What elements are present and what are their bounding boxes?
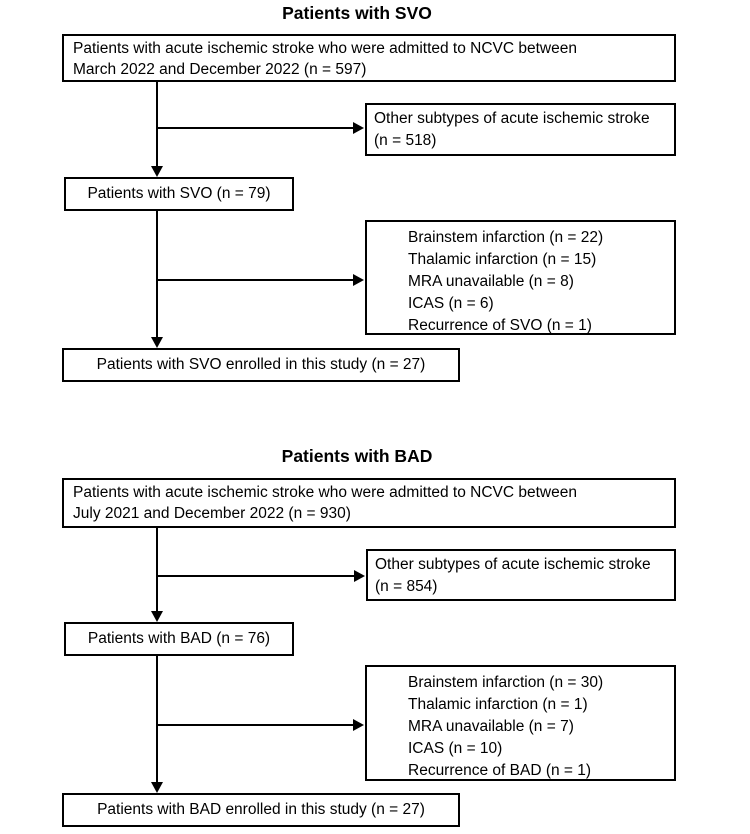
svo-other-subtypes-line-2: (n = 518)	[374, 132, 437, 149]
bad-connector-horizontal-2	[157, 724, 353, 726]
bad-subgroup-box: Patients with BAD (n = 76)	[64, 622, 294, 656]
svo-exclusion-line-3: MRA unavailable (n = 8)	[408, 273, 574, 290]
bad-arrowhead-right-1-icon	[354, 570, 365, 582]
bad-exclusion-line-3: MRA unavailable (n = 7)	[408, 718, 574, 735]
svo-arrowhead-down-1-icon	[151, 166, 163, 177]
svo-other-subtypes-box: Other subtypes of acute ischemic stroke …	[365, 103, 676, 156]
svo-other-subtypes-line-1: Other subtypes of acute ischemic stroke	[374, 110, 650, 127]
bad-enrolled-label: Patients with BAD enrolled in this study…	[97, 801, 425, 818]
bad-exclusion-line-1: Brainstem infarction (n = 30)	[408, 674, 604, 691]
bad-section-title: Patients with BAD	[281, 446, 433, 466]
svo-arrowhead-right-1-icon	[353, 122, 364, 134]
bad-source-line-2: July 2021 and December 2022 (n = 930)	[73, 505, 351, 522]
bad-arrowhead-right-2-icon	[353, 719, 364, 731]
svo-connector-horizontal-1	[157, 127, 353, 129]
bad-other-subtypes-line-2: (n = 854)	[375, 578, 438, 595]
svo-subgroup-box: Patients with SVO (n = 79)	[64, 177, 294, 211]
svo-exclusion-line-2: Thalamic infarction (n = 15)	[408, 251, 597, 268]
svo-arrowhead-down-2-icon	[151, 337, 163, 348]
bad-exclusion-line-4: ICAS (n = 10)	[408, 740, 503, 757]
svo-source-population-box: Patients with acute ischemic stroke who …	[62, 34, 676, 82]
svo-exclusion-list-box: Brainstem infarction (n = 22) Thalamic i…	[365, 220, 676, 335]
svo-source-line-2: March 2022 and December 2022 (n = 597)	[73, 61, 367, 78]
svo-connector-vertical-2	[156, 211, 158, 338]
bad-subgroup-label: Patients with BAD (n = 76)	[87, 630, 271, 647]
svo-enrolled-box: Patients with SVO enrolled in this study…	[62, 348, 460, 382]
svo-exclusion-line-4: ICAS (n = 6)	[408, 295, 494, 312]
svo-connector-horizontal-2	[157, 279, 353, 281]
bad-other-subtypes-box: Other subtypes of acute ischemic stroke …	[366, 549, 676, 601]
svo-exclusion-line-5: Recurrence of SVO (n = 1)	[408, 317, 592, 334]
bad-connector-vertical-1	[156, 528, 158, 612]
svo-subgroup-label: Patients with SVO (n = 79)	[87, 185, 271, 202]
svo-connector-vertical-1	[156, 82, 158, 167]
bad-arrowhead-down-2-icon	[151, 782, 163, 793]
bad-exclusion-line-5: Recurrence of BAD (n = 1)	[408, 762, 592, 779]
svo-source-line-1: Patients with acute ischemic stroke who …	[73, 40, 577, 57]
svo-enrolled-label: Patients with SVO enrolled in this study…	[96, 356, 426, 373]
bad-source-population-box: Patients with acute ischemic stroke who …	[62, 478, 676, 528]
svo-exclusion-line-1: Brainstem infarction (n = 22)	[408, 229, 604, 246]
svo-arrowhead-right-2-icon	[353, 274, 364, 286]
bad-exclusion-list-box: Brainstem infarction (n = 30) Thalamic i…	[365, 665, 676, 781]
bad-arrowhead-down-1-icon	[151, 611, 163, 622]
bad-enrolled-box: Patients with BAD enrolled in this study…	[62, 793, 460, 827]
svo-section-title: Patients with SVO	[282, 3, 432, 23]
bad-connector-vertical-2	[156, 656, 158, 783]
bad-connector-horizontal-1	[157, 575, 354, 577]
bad-other-subtypes-line-1: Other subtypes of acute ischemic stroke	[375, 556, 651, 573]
bad-exclusion-line-2: Thalamic infarction (n = 1)	[408, 696, 588, 713]
bad-source-line-1: Patients with acute ischemic stroke who …	[73, 484, 577, 501]
